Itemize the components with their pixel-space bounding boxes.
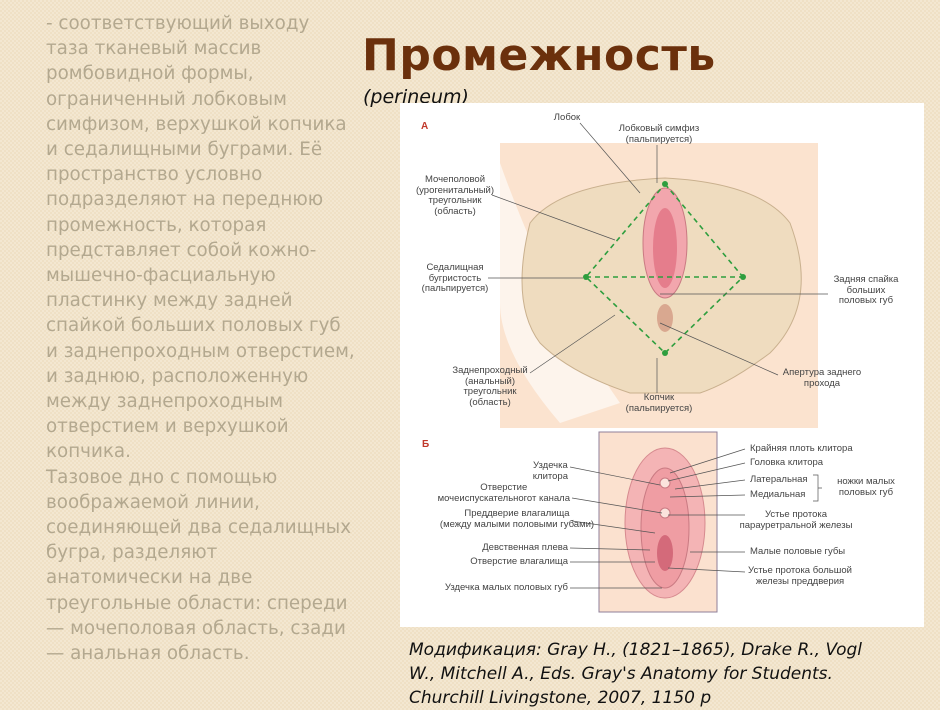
label-glans: Головка клитора	[750, 457, 824, 468]
label-lateral: Латеральная	[750, 474, 808, 485]
anus	[657, 304, 673, 332]
perineum-rhombus	[584, 182, 745, 355]
label-coccyx: Копчик (пальпируется)	[625, 392, 693, 414]
label-vaginal-opening: Отверстие влагалища	[470, 556, 568, 567]
label-labial-crura: ножки малых половых губ	[837, 476, 895, 498]
label-vestibule: Преддверие влагалища (между малыми полов…	[439, 508, 595, 530]
anatomy-figure: А Лобок Лобковый симфиз (пальпируется) М…	[400, 103, 924, 627]
label-greater-vestibular-gland: Устье протока большой железы преддверия	[748, 565, 852, 587]
label-labial-frenulum: Уздечка малых половых губ	[444, 582, 568, 593]
label-urogenital-triangle: Мочеполовой (урогенитальный) треугольник…	[415, 174, 495, 217]
label-prepuce: Крайняя плоть клитора	[750, 443, 853, 454]
label-pubis: Лобок	[553, 112, 581, 123]
slide-title: Промежность	[362, 30, 716, 81]
label-labia-minora: Малые половые губы	[750, 546, 846, 557]
panel-a-letter: А	[421, 121, 429, 132]
leader-lines-a	[488, 122, 828, 393]
label-urethral-opening: Отверстие мочеиспускательногот канала	[437, 482, 570, 504]
label-hymen: Девственная плева	[482, 542, 568, 553]
panel-b-letter: Б	[422, 439, 430, 450]
label-paraurethral-duct: Устье протока парауретральной железы	[739, 509, 853, 531]
anatomy-illustration	[488, 122, 828, 613]
label-ischial-tuberosity: Седалищная бугристость (пальпируется)	[421, 262, 489, 294]
label-posterior-commissure: Задняя спайка больших половых губ	[833, 274, 899, 306]
label-pubic-symphysis: Лобковый симфиз (пальпируется)	[618, 123, 700, 145]
slide-subtitle: (perineum)	[363, 86, 469, 108]
leader-lines-b	[569, 448, 822, 589]
label-medial: Медиальная	[750, 489, 806, 500]
slide-body-text: - соответствующий выходу таза тканевый м…	[46, 13, 355, 665]
figure-caption: Модификация: Gray H., (1821–1865), Drake…	[409, 640, 863, 708]
label-anal-aperture: Апертура заднего прохода	[782, 367, 862, 389]
label-anal-triangle: Заднепроходный (анальный) треугольник (о…	[452, 365, 528, 408]
label-clitoral-frenulum: Уздечка клитора	[532, 460, 568, 482]
